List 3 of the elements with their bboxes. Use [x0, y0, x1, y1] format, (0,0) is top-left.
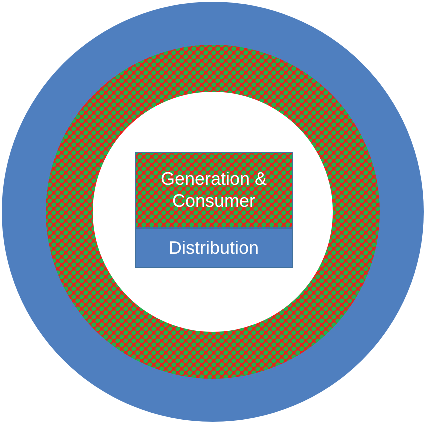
process-box — [135, 228, 293, 268]
box-label: Distribution — [168, 237, 260, 259]
inner-circle — [93, 92, 333, 332]
